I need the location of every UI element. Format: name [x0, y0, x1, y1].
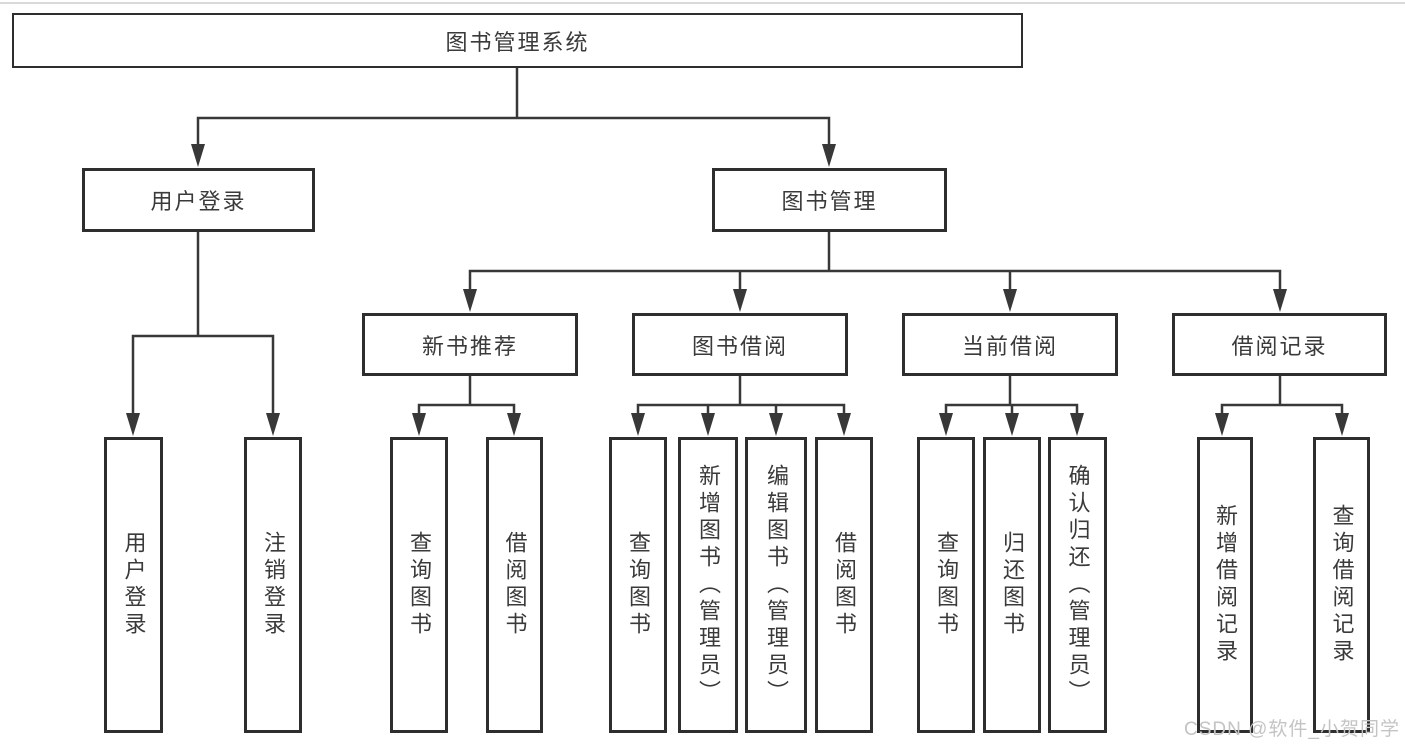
node-book-borrowing: 图书借阅: [632, 313, 848, 376]
node-label: 用户登录: [150, 189, 247, 214]
leaf-label: 确认归还（管理员）: [1065, 463, 1091, 707]
leaf-return-books: 归还图书: [983, 437, 1041, 733]
node-library-management-system: 图书管理系统: [12, 13, 1023, 68]
node-borrowing-records: 借阅记录: [1172, 313, 1387, 376]
leaf-query-books-borrow: 查询图书: [609, 437, 667, 733]
leaf-label: 查询图书: [626, 531, 651, 639]
leaf-confirm-return-admin: 确认归还（管理员）: [1048, 437, 1107, 733]
leaf-query-books-recommend: 查询图书: [390, 437, 448, 733]
leaf-add-borrow-record: 新增借阅记录: [1197, 437, 1253, 733]
leaf-label: 查询借阅记录: [1329, 504, 1355, 666]
leaf-add-book-admin: 新增图书（管理员）: [678, 437, 738, 733]
leaf-logout: 注销登录: [244, 437, 302, 733]
leaf-label: 编辑图书（管理员）: [764, 463, 789, 707]
node-user-login: 用户登录: [82, 168, 315, 232]
leaf-query-borrow-record: 查询借阅记录: [1313, 437, 1370, 733]
leaf-label: 借阅图书: [502, 531, 528, 639]
leaf-borrow-books: 借阅图书: [815, 437, 873, 733]
node-current-borrowing: 当前借阅: [902, 313, 1118, 376]
leaf-label: 新增借阅记录: [1213, 504, 1238, 666]
leaf-label: 新增图书（管理员）: [696, 463, 721, 707]
node-label: 借阅记录: [1231, 333, 1328, 359]
node-label: 图书借阅: [691, 333, 788, 359]
leaf-label: 用户登录: [121, 531, 147, 639]
leaf-user-login: 用户登录: [104, 437, 163, 733]
leaf-label: 借阅图书: [832, 531, 857, 639]
node-label: 图书管理系统: [445, 29, 590, 55]
leaf-label: 查询图书: [934, 531, 959, 639]
node-label: 图书管理: [781, 189, 878, 214]
leaf-query-books-current: 查询图书: [917, 437, 975, 733]
top-divider: [0, 2, 1405, 4]
node-label: 新书推荐: [421, 333, 518, 359]
watermark: CSDN @软件_小贺同学: [1184, 719, 1400, 740]
node-label: 当前借阅: [961, 333, 1058, 359]
leaf-label: 归还图书: [1000, 531, 1025, 639]
leaf-borrow-books-recommend: 借阅图书: [486, 437, 543, 733]
node-book-management: 图书管理: [712, 168, 947, 232]
node-new-book-recommendation: 新书推荐: [362, 313, 578, 376]
leaf-edit-book-admin: 编辑图书（管理员）: [745, 437, 807, 733]
leaf-label: 查询图书: [407, 531, 432, 639]
leaf-label: 注销登录: [261, 531, 286, 639]
